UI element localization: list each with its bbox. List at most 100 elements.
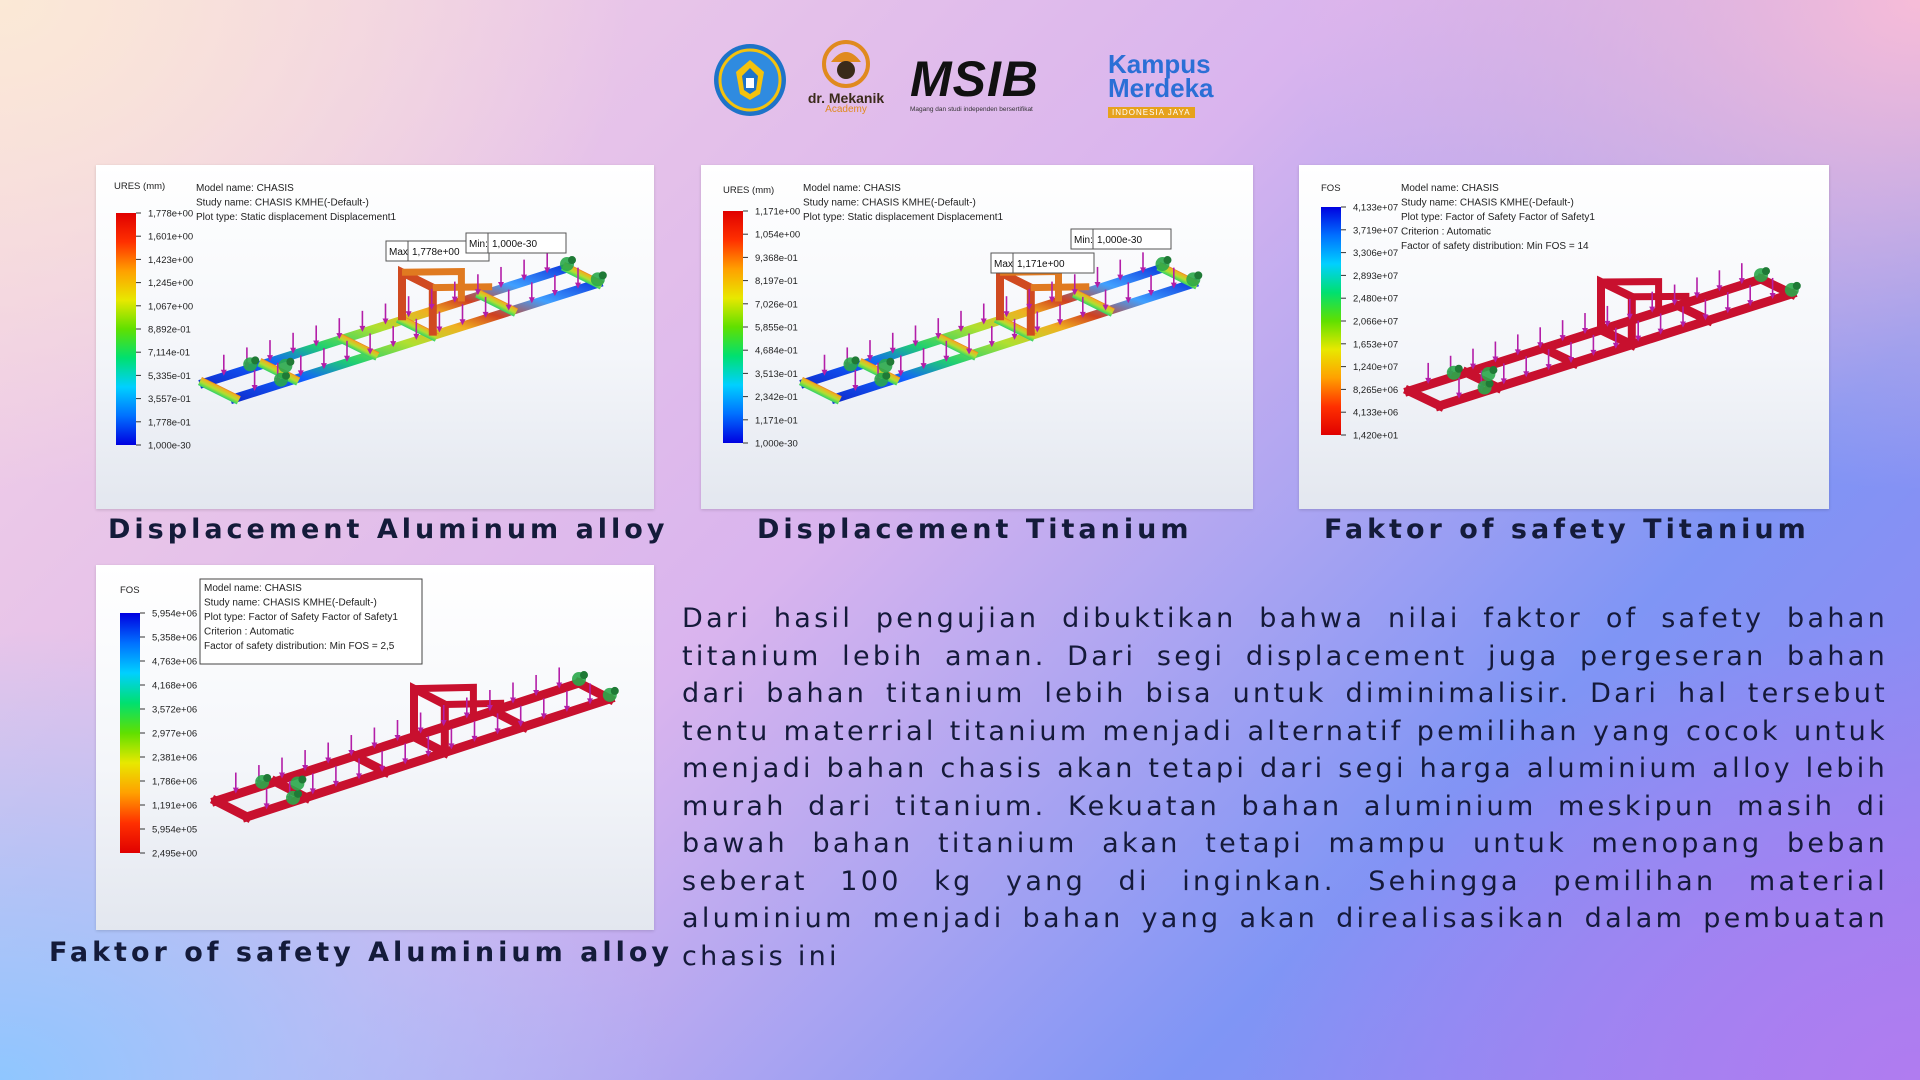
min-callout-value: 1,000e-30	[492, 239, 537, 250]
legend-tick-label: 7,026e-01	[755, 299, 798, 310]
load-arrowhead	[1747, 300, 1754, 307]
load-arrowhead	[1582, 328, 1588, 335]
roll-hoop-brace	[1600, 278, 1663, 312]
model-info-line: Criterion : Automatic	[1401, 227, 1491, 238]
load-arrowhead	[413, 333, 420, 340]
legend-colorbar	[120, 613, 140, 853]
load-arrowhead	[1769, 292, 1776, 299]
model-info-line: Factor of safety distribution: Min FOS =…	[204, 641, 395, 652]
legend-tick-label: 1,778e+00	[148, 209, 193, 220]
load-arrowhead	[1057, 319, 1064, 326]
conclusion-paragraph: Dari hasil pengujian dibuktikan bahwa ni…	[682, 603, 1888, 972]
chassis-frame	[197, 262, 604, 405]
load-arrowhead	[486, 704, 493, 711]
fixture-marker-detail	[1485, 379, 1494, 388]
load-arrowhead	[402, 758, 409, 765]
roll-hoop	[410, 682, 449, 753]
legend-tick-label: 3,306e+07	[1353, 248, 1398, 259]
roll-hoop-brace	[1030, 283, 1090, 292]
load-arrowhead	[1094, 281, 1101, 288]
dr-mekanik-sub: Academy	[825, 104, 867, 115]
legend-tick-label: 1,245e+00	[148, 278, 193, 289]
load-arrowhead	[320, 363, 327, 370]
load-arrowhead	[563, 705, 570, 712]
load-arrowhead	[1724, 307, 1731, 314]
load-arrowhead	[290, 347, 297, 354]
load-arrowhead	[1456, 392, 1462, 399]
max-callout-value-box	[1012, 252, 1095, 274]
legend-tick-label: 4,763e+06	[152, 657, 197, 668]
model-info-line: Study name: CHASIS KMHE(-Default-)	[803, 198, 976, 209]
legend-tick-label: 4,684e-01	[755, 346, 798, 357]
min-callout-value-box	[1092, 228, 1172, 250]
legend-tick-label: 2,480e+07	[1353, 294, 1398, 305]
model-info-line: Study name: CHASIS KMHE(-Default-)	[196, 198, 369, 209]
load-arrowhead	[279, 772, 285, 779]
load-arrowhead	[889, 347, 896, 354]
load-arrowhead	[521, 274, 528, 281]
fixture-marker-detail	[886, 357, 895, 366]
load-arrowhead	[912, 340, 919, 347]
load-arrowhead	[1514, 349, 1521, 356]
legend-tick-label: 1,240e+07	[1353, 362, 1398, 373]
legend-title: FOS	[1321, 183, 1341, 194]
fixture-marker-detail	[851, 356, 860, 365]
fea-plot-fos-titanium: FOS4,133e+073,719e+073,306e+072,893e+072…	[1321, 183, 1801, 442]
load-arrowhead	[1716, 285, 1723, 292]
load-arrowhead	[556, 682, 563, 689]
model-info-line: Model name: CHASIS	[1401, 183, 1499, 194]
min-callout-label: Min:	[469, 239, 488, 250]
model-info-line: Model name: CHASIS	[204, 583, 302, 594]
kampus-merdeka-logo: Kampus Merdeka INDONESIA JAYA	[1108, 51, 1238, 124]
max-callout-label: Max:	[389, 247, 411, 258]
fea-plot-displacement-titanium: URES (mm)1,171e+001,054e+009,368e-018,19…	[723, 183, 1203, 450]
load-arrowhead	[897, 370, 904, 377]
legend-tick-label: 7,114e-01	[148, 348, 190, 359]
load-arrowhead	[448, 743, 455, 750]
legend-tick-label: 1,420e+01	[1353, 431, 1398, 442]
legend-tick-label: 2,066e+07	[1353, 317, 1398, 328]
load-arrowhead	[533, 689, 540, 696]
model-info-line: Study name: CHASIS KMHE(-Default-)	[204, 598, 377, 609]
legend-tick-label: 3,719e+07	[1353, 225, 1398, 236]
load-arrowhead	[390, 341, 397, 348]
fixture-marker-detail	[1194, 271, 1203, 280]
legend-tick-label: 1,054e+00	[755, 230, 800, 241]
load-arrowhead	[1694, 292, 1700, 299]
legend-title: FOS	[120, 585, 140, 596]
min-callout: Min:1,000e-30	[1070, 228, 1172, 250]
load-arrowhead	[1026, 303, 1033, 310]
fixture-marker-detail	[580, 671, 588, 680]
fixture-marker-detail	[286, 357, 295, 366]
load-arrowhead	[867, 355, 873, 362]
legend-title: URES (mm)	[114, 181, 165, 192]
load-arrowhead	[1034, 326, 1041, 333]
fixtures	[255, 671, 619, 805]
legend-tick-label: 1,171e-01	[755, 415, 798, 426]
helmet-icon	[822, 40, 870, 88]
legend-tick-label: 8,265e+06	[1353, 385, 1398, 396]
load-arrowhead	[471, 735, 478, 742]
msib-tagline: Magang dan studi independen bersertifika…	[910, 106, 1033, 113]
load-arrowhead	[436, 326, 443, 333]
load-arrowhead	[1170, 282, 1177, 289]
legend-tick-label: 5,855e-01	[755, 323, 798, 334]
load-arrowhead	[379, 765, 386, 772]
roll-hoop	[996, 265, 1035, 336]
fea-plot-fos-aluminium: FOS5,954e+065,358e+064,763e+064,168e+063…	[120, 578, 619, 860]
load-arrowhead	[474, 289, 481, 296]
logo-bar: dr. Mekanik Academy MSIB Magang dan stud…	[700, 38, 1240, 130]
legend-tick-label: 2,342e-01	[755, 392, 798, 403]
load-arrowhead	[494, 728, 501, 735]
load-arrowhead	[540, 713, 547, 720]
max-callout-value: 1,778e+00	[412, 247, 460, 258]
min-callout-value-box	[487, 232, 567, 254]
load-arrowhead	[1590, 349, 1597, 356]
fixture-marker-detail	[298, 775, 307, 784]
legend-tick-label: 4,133e+07	[1353, 203, 1398, 214]
load-arrowhead	[517, 720, 524, 727]
legend-tick-label: 1,778e-01	[148, 417, 191, 428]
min-callout-label: Min:	[1074, 235, 1093, 246]
load-arrowhead	[325, 757, 332, 764]
